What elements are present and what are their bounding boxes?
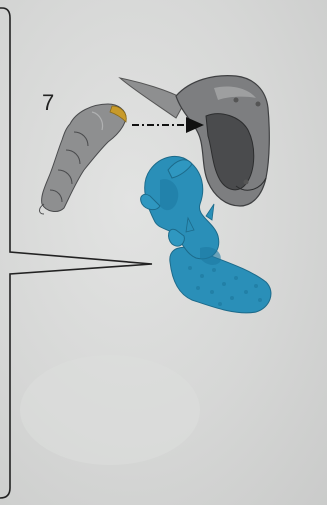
- gray-small-part: [40, 104, 127, 214]
- step-number: 7: [42, 92, 54, 114]
